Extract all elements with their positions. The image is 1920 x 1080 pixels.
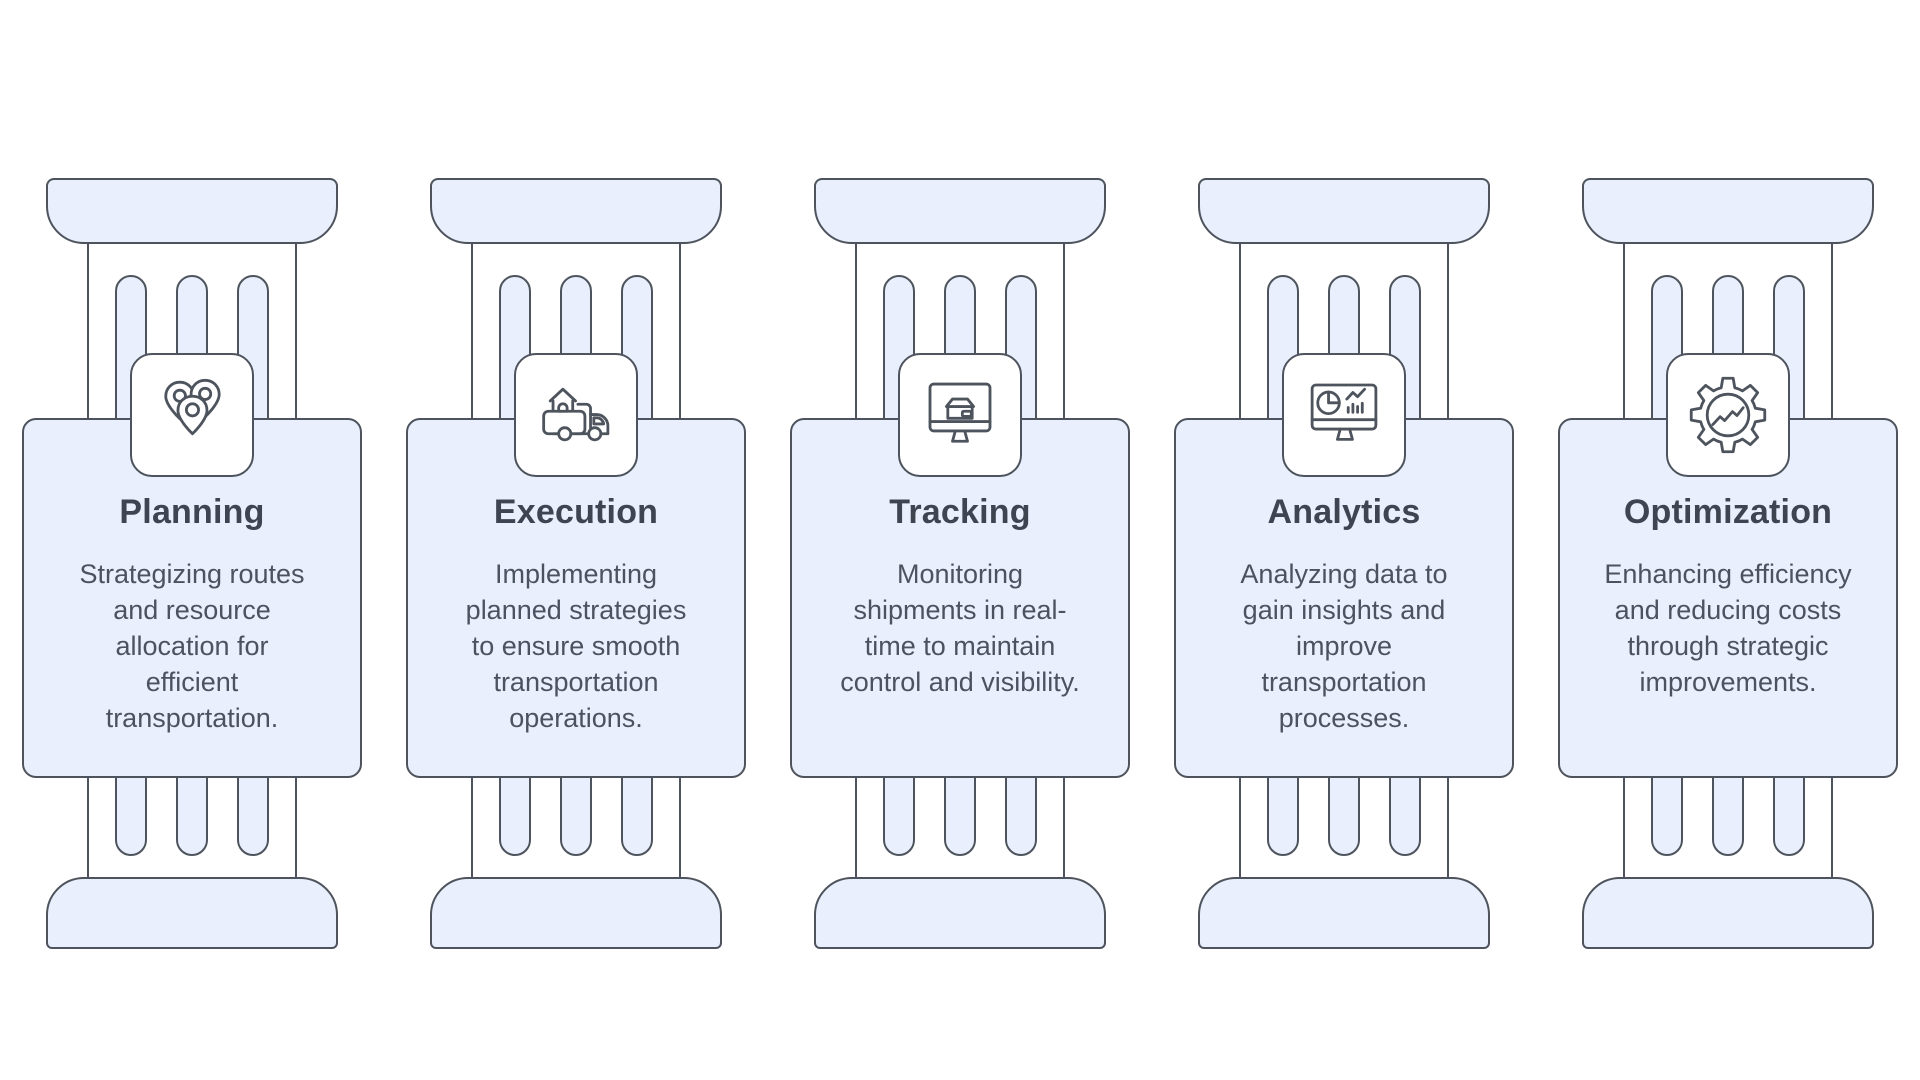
column-flute (1651, 275, 1683, 425)
card-title: Execution (493, 493, 659, 531)
pillar-tracking: Tracking Monitoring shipments in real- t… (768, 0, 1152, 1080)
column-capital (1582, 178, 1874, 244)
column-capital (430, 178, 722, 244)
column-shaft (1623, 776, 1833, 878)
analytics-dashboard-icon (1310, 383, 1378, 441)
card-title: Tracking (889, 493, 1031, 531)
pillar-analytics: Analytics Analyzing data to gain insight… (1152, 0, 1536, 1080)
icon-badge (1666, 353, 1790, 477)
column-shaft (1623, 242, 1833, 420)
pillar-planning: Planning Strategizing routes and resourc… (0, 0, 384, 1080)
card-description: Enhancing efficiency and reducing costs … (1604, 559, 1852, 697)
column-shaft (1239, 242, 1449, 420)
icon-badge (130, 353, 254, 477)
column-shaft (855, 242, 1065, 420)
info-card: Optimization Enhancing efficiency and re… (1558, 418, 1898, 778)
card-description: Monitoring shipments in real- time to ma… (840, 559, 1080, 697)
card-title: Planning (119, 493, 265, 531)
column-shaft (1239, 776, 1449, 878)
column-shaft (471, 776, 681, 878)
card-title: Analytics (1267, 493, 1421, 531)
icon-badge (1282, 353, 1406, 477)
card-description: Strategizing routes and resource allocat… (79, 559, 305, 733)
column-shaft (855, 776, 1065, 878)
house-truck-icon (542, 387, 610, 442)
column-base (46, 877, 338, 949)
map-pins-icon (164, 378, 221, 436)
info-card: Analytics Analyzing data to gain insight… (1174, 418, 1514, 778)
icon-badge (514, 353, 638, 477)
column-shaft (87, 242, 297, 420)
column-capital (46, 178, 338, 244)
column-capital (1198, 178, 1490, 244)
column-capital (814, 178, 1106, 244)
card-title: Optimization (1623, 493, 1833, 531)
column-base (1582, 877, 1874, 949)
info-card: Tracking Monitoring shipments in real- t… (790, 418, 1130, 778)
pillar-optimization: Optimization Enhancing efficiency and re… (1536, 0, 1920, 1080)
column-base (1198, 877, 1490, 949)
column-shaft (471, 242, 681, 420)
monitor-package-icon (928, 382, 992, 443)
column-base (814, 877, 1106, 949)
icon-badge (898, 353, 1022, 477)
gear-growth-icon (1689, 376, 1767, 454)
card-description: Analyzing data to gain insights and impr… (1240, 559, 1448, 733)
column-base (430, 877, 722, 949)
card-description: Implementing planned strategies to ensur… (465, 559, 687, 733)
column-shaft (87, 776, 297, 878)
info-card: Execution Implementing planned strategie… (406, 418, 746, 778)
info-card: Planning Strategizing routes and resourc… (22, 418, 362, 778)
pillar-execution: Execution Implementing planned strategie… (384, 0, 768, 1080)
